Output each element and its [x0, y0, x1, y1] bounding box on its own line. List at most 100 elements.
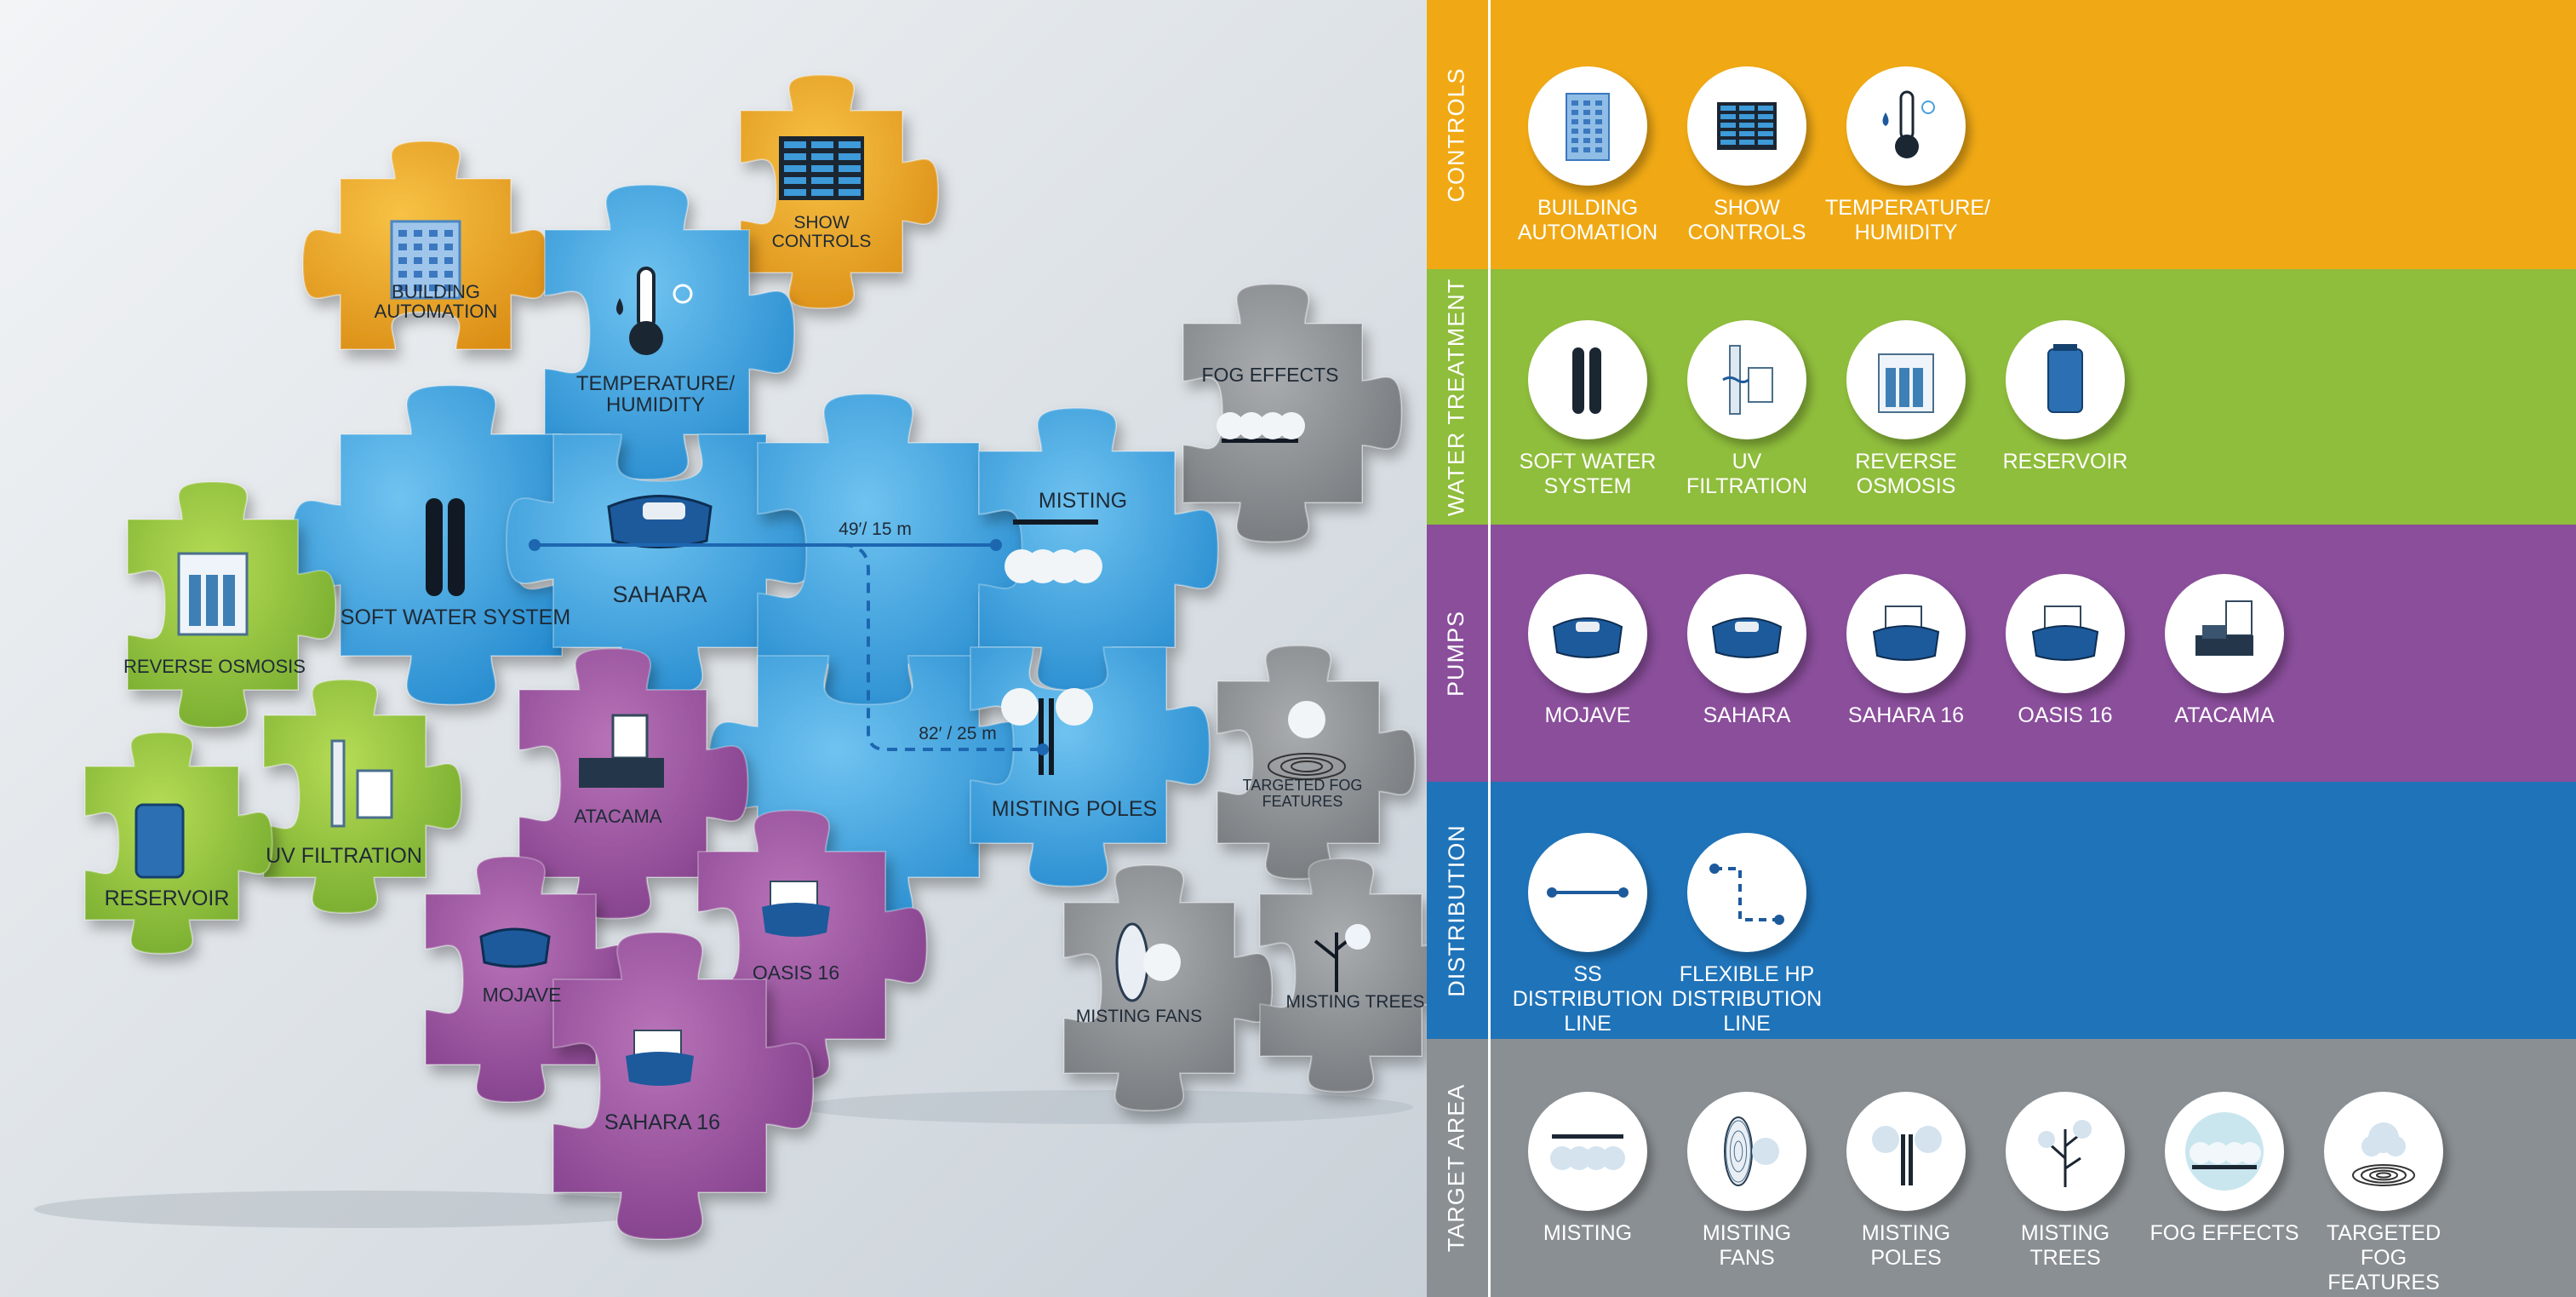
band-divider-line — [1488, 525, 1491, 782]
pump-mojave-icon — [1552, 617, 1623, 658]
legend-item: UV FILTRATION — [1666, 320, 1828, 499]
band-divider-line — [1488, 782, 1491, 1039]
misting-poles-label: MISTING POLES — [992, 797, 1157, 821]
legend-item-label: MISTING TREES — [2020, 1221, 2110, 1270]
distance-ss-label: 49′/ 15 m — [839, 519, 912, 539]
legend-item-label: TARGETED FOG FEATURES — [2326, 1221, 2441, 1294]
legend-band-target-area: TARGET AREA MISTING MISTING FANS MISTING PO… — [1427, 1039, 2576, 1297]
legend-item-label: MISTING POLES — [1861, 1221, 1951, 1270]
legend-icon-circle — [1846, 320, 1966, 439]
legend-item-label: UV FILTRATION — [1686, 450, 1808, 498]
legend-item: SS DISTRIBUTION LINE — [1507, 833, 1669, 1036]
legend-item: MISTING TREES — [1984, 1092, 2146, 1271]
pump-sahara16-icon — [1872, 605, 1940, 661]
flexible-hp-distribution-line — [842, 543, 1043, 751]
softener-tanks-icon — [1572, 347, 1601, 414]
legend-icon-circle — [2165, 574, 2284, 693]
legend-icon-circle — [1687, 574, 1806, 693]
legend-item-label: SHOW CONTROLS — [1687, 196, 1806, 244]
server-rack-icon — [779, 136, 864, 200]
legend-icon-circle — [1528, 574, 1647, 693]
distance-flex-label: 82′ / 25 m — [919, 724, 997, 743]
sahara16-pump-icon — [626, 1030, 694, 1086]
legend-item: MISTING — [1507, 1092, 1669, 1246]
misting-pole-icon — [1001, 688, 1093, 775]
legend-item: SHOW CONTROLS — [1666, 66, 1828, 245]
legend-item-label: FLEXIBLE HP DISTRIBUTION LINE — [1671, 962, 1823, 1036]
atacama-label: ATACAMA — [574, 806, 661, 827]
pump-oasis16-icon — [2031, 605, 2099, 661]
misting-nozzle-icon — [1550, 1134, 1625, 1170]
legend-icon-circle — [1528, 66, 1647, 186]
band-title-text: CONTROLS — [1443, 66, 1469, 203]
legend-item-label: SOFT WATER SYSTEM — [1519, 450, 1657, 498]
legend-icon-circle — [2006, 320, 2125, 439]
legend-item-label: BUILDING AUTOMATION — [1517, 196, 1658, 244]
legend-icon-circle — [1687, 320, 1806, 439]
legend-item-label: SS DISTRIBUTION LINE — [1512, 962, 1663, 1036]
legend-icon-circle — [2006, 574, 2125, 693]
misting-fans-label: MISTING FANS — [1076, 1007, 1202, 1026]
legend-item-label: MISTING — [1543, 1221, 1633, 1245]
reverse-osmosis-icon — [1878, 353, 1934, 413]
targeted-fog-icon — [2352, 1122, 2415, 1186]
band-title-text: DISTRIBUTION — [1443, 824, 1469, 997]
legend-item-label: FOG EFFECTS — [2150, 1221, 2299, 1245]
softener-tanks-icon — [426, 498, 465, 596]
pump-sahara-icon — [1711, 617, 1783, 658]
misting-piece — [978, 407, 1219, 692]
fog-effects-label: FOG EFFECTS — [1202, 364, 1339, 386]
band-title-text: TARGET AREA — [1443, 1083, 1469, 1253]
reverse-osmosis-label: REVERSE OSMOSIS — [123, 656, 306, 677]
legend-icon-circle — [1528, 833, 1647, 952]
reservoir-label: RESERVOIR — [105, 887, 230, 910]
legend-icon-circle — [1687, 833, 1806, 952]
misting-trees-label: MISTING TREES — [1286, 992, 1425, 1012]
building-icon — [390, 220, 461, 300]
oasis16-pump-icon — [762, 881, 830, 937]
legend-band-controls: CONTROLS BUILDING AUTOMATION SHOW CONTROLS… — [1427, 0, 2576, 269]
legend-item: ATACAMA — [2144, 574, 2305, 728]
misting-fan-icon — [1115, 922, 1181, 1002]
fog-effect-icon — [1216, 412, 1305, 443]
legend-item: SAHARA — [1666, 574, 1828, 728]
building-icon — [1566, 93, 1610, 161]
uv-filter-icon — [330, 739, 393, 828]
pump-atacama-icon — [2195, 600, 2253, 656]
legend-item: REVERSE OSMOSIS — [1825, 320, 1987, 499]
atacama-pump-icon — [579, 714, 664, 788]
line-end-dot — [990, 539, 1002, 551]
legend-icon-circle — [1687, 1092, 1806, 1211]
uv-filtration-label: UV FILTRATION — [266, 844, 422, 868]
legend-item: MISTING POLES — [1825, 1092, 1987, 1271]
reservoir-tank-icon — [2047, 344, 2083, 413]
misting-tree-icon — [1314, 924, 1371, 992]
legend-item: FOG EFFECTS — [2144, 1092, 2305, 1246]
mojave-pump-icon — [479, 927, 551, 968]
legend-item: FLEXIBLE HP DISTRIBUTION LINE — [1666, 833, 1828, 1036]
legend-icon-circle — [2324, 1092, 2443, 1211]
misting-label: MISTING — [1039, 489, 1127, 513]
legend-band-title: TARGET AREA — [1427, 1039, 1486, 1297]
misting-trees-piece — [1259, 858, 1458, 1093]
misting-tree-icon — [2038, 1120, 2092, 1187]
legend-icon-circle — [1846, 574, 1966, 693]
band-divider-line — [1488, 1039, 1491, 1297]
dashed-line-icon — [1709, 864, 1784, 925]
legend-band-title: CONTROLS — [1427, 0, 1486, 269]
misting-pole-icon — [1872, 1126, 1942, 1185]
server-rack-icon — [1717, 102, 1777, 150]
legend-item-label: MOJAVE — [1544, 703, 1631, 727]
legend-icon-circle — [2006, 1092, 2125, 1211]
legend-item-label: SAHARA 16 — [1847, 703, 1965, 727]
legend-icon-circle — [1846, 66, 1966, 186]
uv-filter-icon — [1722, 345, 1773, 415]
legend-item: MISTING FANS — [1666, 1092, 1828, 1271]
legend-item: BUILDING AUTOMATION — [1507, 66, 1669, 245]
